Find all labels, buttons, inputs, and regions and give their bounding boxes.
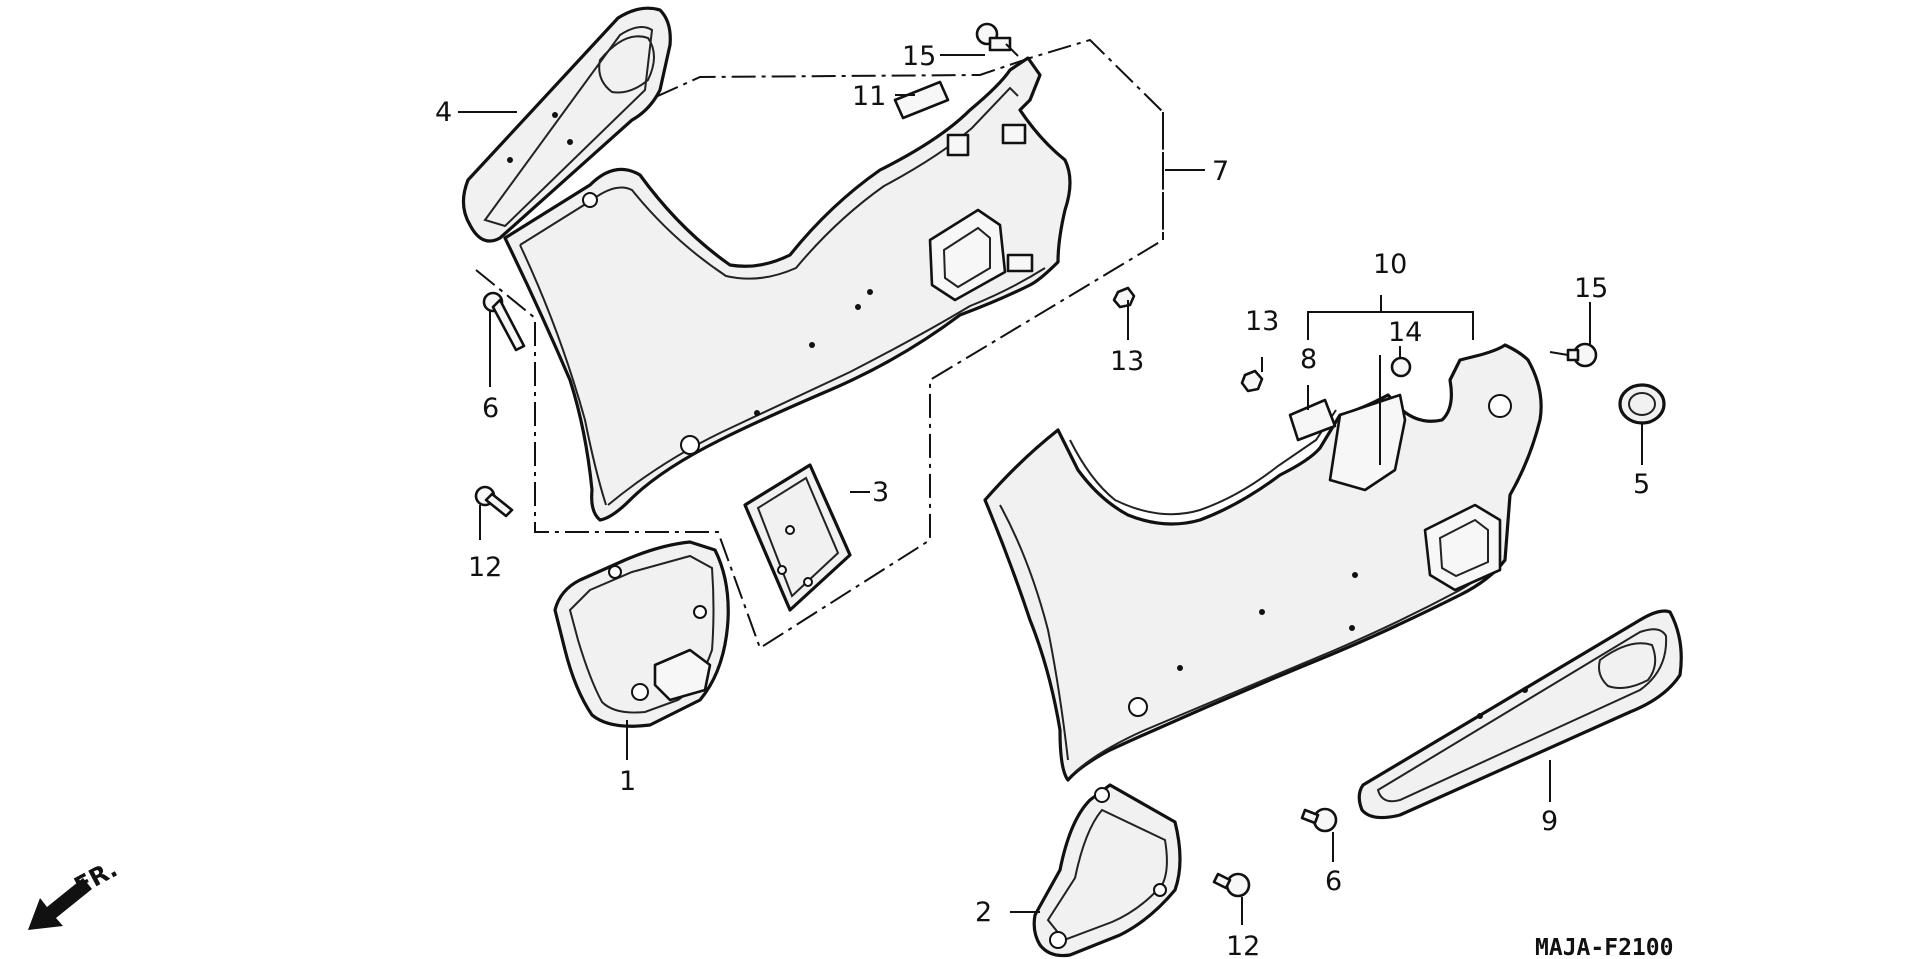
part-2-lower-cover xyxy=(1032,783,1182,958)
part-10-right-inner-panel xyxy=(983,343,1543,782)
leader-lines xyxy=(458,54,1643,925)
part-15-right-clip xyxy=(1549,342,1598,368)
diagram-code: MAJA-F2100 xyxy=(1535,935,1673,959)
callout-11: 11 xyxy=(852,81,886,112)
part-12-left-screw xyxy=(474,485,514,518)
part-9-lower-trim-strip xyxy=(1357,609,1683,820)
part-15-upper-pin-clip xyxy=(975,22,1019,57)
callout-12-left: 12 xyxy=(468,552,502,583)
callout-9: 9 xyxy=(1541,806,1558,837)
callout-15-right: 15 xyxy=(1574,273,1608,304)
part-4-upper-trim-strip xyxy=(461,6,672,243)
callout-13-right: 13 xyxy=(1245,306,1279,337)
part-5-grommet xyxy=(1618,383,1666,425)
part-7-left-inner-panel xyxy=(503,56,1072,522)
part-8-pad xyxy=(1288,398,1337,442)
callout-5: 5 xyxy=(1633,469,1650,500)
front-arrow-icon xyxy=(28,878,92,930)
callout-8: 8 xyxy=(1300,344,1317,375)
callout-4: 4 xyxy=(435,97,452,128)
part-1-left-cover xyxy=(553,540,730,728)
callout-6-left: 6 xyxy=(482,393,499,424)
front-direction-indicator: FR. xyxy=(28,855,122,930)
assembly-boundary-left xyxy=(475,38,1164,650)
callout-1: 1 xyxy=(619,766,636,797)
part-11-label xyxy=(893,80,950,120)
part-13-left-nut xyxy=(1112,286,1136,309)
callout-7: 7 xyxy=(1212,156,1229,187)
callout-2: 2 xyxy=(975,897,992,928)
callout-12-right: 12 xyxy=(1226,931,1260,959)
part-3-panel-lid xyxy=(743,463,852,612)
part-6-left-screw xyxy=(482,291,526,352)
callout-15-upper: 15 xyxy=(902,41,936,72)
callout-6-right: 6 xyxy=(1325,866,1342,897)
part-13-right-nut xyxy=(1240,369,1264,393)
callout-13-left: 13 xyxy=(1110,346,1144,377)
callout-3: 3 xyxy=(872,477,889,508)
callout-14: 14 xyxy=(1388,317,1422,348)
callout-labels: 1 2 3 4 5 6 6 7 8 9 10 11 12 12 13 13 14… xyxy=(435,41,1650,959)
callout-10: 10 xyxy=(1373,249,1407,280)
part-12-right-screw xyxy=(1212,872,1251,898)
part-6-right-screw xyxy=(1300,807,1338,833)
part-14-nut xyxy=(1390,356,1412,378)
